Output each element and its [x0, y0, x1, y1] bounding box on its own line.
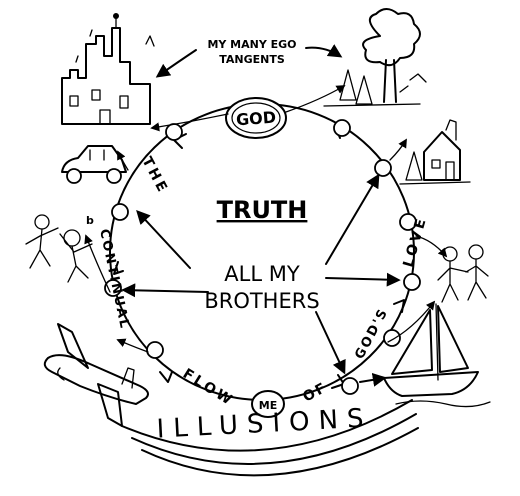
- brothers-line-2: BROTHERS: [204, 289, 319, 313]
- me-node: ME: [251, 390, 285, 418]
- god-label: GOD: [235, 108, 276, 130]
- tangent-arrow-left: [155, 49, 197, 78]
- word-continual: CONTINUAL: [96, 228, 132, 331]
- tangent-arrow-right: [305, 44, 343, 58]
- house-icon: [399, 119, 471, 185]
- ego-tangents-line-2: TANGENTS: [219, 53, 285, 66]
- car-icon: [61, 145, 127, 184]
- castle-icon: [61, 13, 155, 125]
- god-node: GOD: [225, 97, 287, 139]
- truth-title: TRUTH: [217, 196, 308, 224]
- airplane-icon: [43, 323, 149, 427]
- waypoint-nodes: [104, 119, 421, 395]
- fighting-figures-icon: b: [25, 214, 94, 283]
- ego-tangents-line-1: MY MANY EGO: [207, 38, 296, 51]
- couple-icon: [437, 244, 489, 303]
- center-rays: [121, 173, 401, 375]
- svg-text:b: b: [86, 214, 94, 227]
- me-label: ME: [259, 399, 277, 412]
- illusions-arc: [121, 399, 419, 477]
- word-of: OF: [300, 379, 330, 405]
- brothers-line-1: ALL MY: [224, 262, 300, 286]
- tree-icon: [323, 8, 427, 107]
- sailboat-icon: [383, 303, 491, 408]
- word-the: THE: [138, 154, 171, 197]
- word-flow: FLOW: [180, 366, 237, 410]
- illusions-word: ILLUSIONS: [156, 403, 373, 444]
